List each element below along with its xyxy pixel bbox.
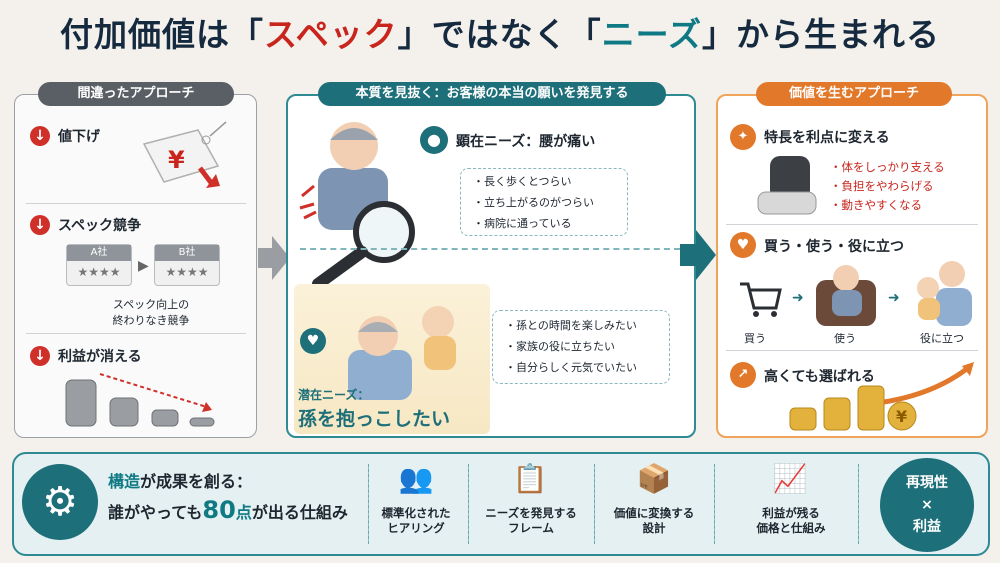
- down-arrow-icon: ↓: [30, 215, 50, 235]
- box-icon: 📦: [636, 462, 672, 495]
- flow-arrow-icon: [680, 230, 716, 280]
- page-title: 付加価値は「スペック」ではなく「ニーズ」から生まれる: [59, 15, 941, 54]
- arrow-right-icon: ➜: [888, 290, 900, 306]
- buy-use-help-label: 買う・使う・役に立つ: [764, 239, 904, 255]
- price-cut-label: 値下げ: [58, 129, 100, 145]
- list-item: ・負担をやわらげる: [830, 179, 934, 193]
- arrow-right-icon: ➜: [792, 290, 804, 306]
- latent-needs-list: ・孫との時間を楽しみたい ・家族の役に立ちたい ・自分らしく元気でいたい: [492, 310, 670, 384]
- price-tag-icon: ¥: [142, 121, 227, 188]
- company-a-card: A社 ★★★★: [66, 244, 132, 286]
- feature-to-benefit-label: 特長を利点に変える: [764, 130, 890, 146]
- spec-caption: スペック向上の終わりなき競争: [112, 298, 190, 327]
- person-icon: ●: [420, 126, 448, 154]
- reproducibility-profit-badge: 再現性×利益: [880, 458, 974, 552]
- explicit-needs-list: ・長く歩くとつらい ・立ち上がるのがつらい ・病院に通っている: [460, 168, 628, 236]
- list-item: ・孫との時間を楽しみたい: [505, 319, 637, 332]
- shopping-cart-icon: [740, 282, 782, 317]
- svg-text:¥: ¥: [168, 146, 185, 174]
- elder-in-chair-illustration: [816, 265, 876, 326]
- heart-icon: ♥: [730, 232, 756, 258]
- support-cushion-illustration: [757, 156, 817, 215]
- divider: [714, 464, 715, 544]
- bottom-summary-bar: [12, 452, 990, 556]
- divider: [594, 464, 595, 544]
- divider: [368, 464, 369, 544]
- standardized-hearing-item: 標準化されたヒアリング: [381, 506, 451, 535]
- list-item: ・病院に通っている: [473, 217, 572, 230]
- company-b-card: B社 ★★★★: [154, 244, 220, 286]
- list-item: ・長く歩くとつらい: [473, 175, 572, 188]
- flow-step-use: 使う: [834, 332, 856, 345]
- elder-with-grandchild-illustration: [917, 261, 972, 326]
- latent-needs-main: 孫を抱っこしたい: [298, 408, 451, 430]
- divider: [858, 464, 859, 544]
- structure-line: 構造が成果を創る：: [108, 472, 253, 491]
- profit-disappears-label: 利益が消える: [58, 349, 142, 365]
- value-approach-header: 価値を生むアプローチ: [756, 82, 952, 106]
- title-spec: スペック: [263, 15, 398, 54]
- magnifier-icon: [312, 201, 415, 290]
- wrong-approach-header: 間違ったアプローチ: [38, 82, 234, 106]
- arrow-right-icon: ▶: [138, 258, 149, 274]
- value-design-item: 価値に変換する設計: [613, 506, 695, 535]
- system-line: 誰がやっても80点が出る仕組み: [108, 496, 348, 524]
- pricing-system-item: 利益が残る価格と仕組み: [756, 506, 826, 535]
- list-item: ・体をしっかり支える: [830, 160, 945, 174]
- insight-header: 本質を見抜く：お客様の本当の願いを発見する: [318, 82, 666, 106]
- lightbulb-icon: ✦: [730, 124, 756, 150]
- list-item: ・家族の役に立ちたい: [505, 340, 615, 353]
- title-needs: ニーズ: [601, 15, 703, 54]
- heart-icon: ♥: [300, 328, 326, 354]
- flow-arrow-icon: [258, 236, 290, 280]
- shrinking-coins-icon: [65, 373, 215, 427]
- chosen-despite-price-label: 高くても選ばれる: [764, 369, 875, 385]
- explicit-needs-title: 顕在ニーズ：腰が痛い: [456, 134, 596, 150]
- divider: [726, 350, 978, 351]
- list-item: ・立ち上がるのがつらい: [473, 196, 594, 209]
- rising-coins-illustration: ¥: [789, 362, 974, 431]
- svg-text:¥: ¥: [896, 407, 907, 426]
- list-item: ・動きやすくなる: [830, 198, 922, 212]
- divider: [26, 333, 246, 334]
- needs-framework-item: ニーズを発見するフレーム: [485, 506, 577, 535]
- rising-chart-icon: ↗: [730, 362, 756, 388]
- divider: [468, 464, 469, 544]
- checklist-icon: 📋: [512, 462, 548, 495]
- down-arrow-icon: ↓: [30, 126, 50, 146]
- divider: [300, 248, 680, 250]
- gears-icon: ⚙: [22, 464, 98, 540]
- grandparent-grandchild-illustration: [348, 306, 456, 400]
- latent-needs-label: 潜在ニーズ：: [298, 388, 370, 402]
- down-arrow-icon: ↓: [30, 346, 50, 366]
- spec-race-label: スペック競争: [58, 218, 142, 234]
- flow-step-help: 役に立つ: [920, 332, 964, 345]
- flow-step-buy: 買う: [744, 332, 766, 345]
- growth-chart-icon: 📈: [772, 462, 808, 495]
- divider: [726, 224, 978, 225]
- list-item: ・自分らしく元気でいたい: [505, 361, 637, 374]
- benefit-list: ・体をしっかり支える ・負担をやわらげる ・動きやすくなる: [830, 158, 945, 215]
- divider: [26, 203, 246, 204]
- hearing-people-icon: 👥: [398, 462, 434, 495]
